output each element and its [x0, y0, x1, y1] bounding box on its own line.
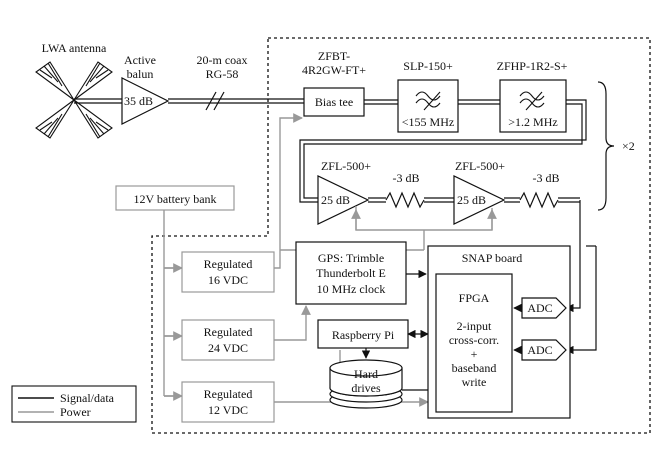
drives-line1: Hard: [354, 367, 378, 381]
lowpass-filter-icon: [415, 91, 441, 111]
adc1-block: [521, 297, 567, 319]
zfbt-label-line1: ZFBT-: [318, 49, 350, 63]
coax-label-line1: 20-m coax: [197, 53, 248, 67]
balun-label-line2: balun: [127, 67, 154, 81]
highpass-filter-icon: [519, 91, 545, 111]
attenuator1-icon: [385, 191, 425, 209]
adc2-label: ADC: [527, 343, 552, 357]
lowpass-to-highpass: [458, 99, 500, 105]
bias-tee-block: [303, 87, 365, 117]
gps-line3: 10 MHz clock: [317, 282, 386, 296]
reg12-line2: 12 VDC: [208, 403, 248, 417]
battery-bank-block: [115, 185, 235, 211]
reg24-to-gps: [274, 305, 311, 341]
coax-break-mark: [205, 91, 225, 111]
snap-board-label: SNAP board: [462, 251, 523, 265]
fpga-line2: cross-corr.: [449, 333, 499, 347]
gps-line2: Thunderbolt E: [316, 266, 386, 280]
gps-block: [295, 241, 407, 305]
zfl2-gain: 25 dB: [457, 193, 486, 207]
reg24-line1: Regulated: [204, 325, 253, 339]
legend-signal-label: Signal/data: [60, 391, 115, 405]
att1-label: -3 dB: [393, 171, 420, 185]
times-two-label: ×2: [622, 139, 635, 153]
regulator-16v-block: [181, 251, 275, 293]
reg16-line2: 16 VDC: [208, 273, 248, 287]
zfl1-amplifier: [317, 175, 370, 225]
raspberry-pi-block: [317, 319, 409, 349]
gps-line1: GPS: Trimble: [318, 251, 384, 265]
amp2-to-att2: [504, 197, 520, 203]
zfl2-name: ZFL-500+: [455, 159, 505, 173]
highpass-filter-block: [499, 79, 567, 133]
zfl2-amplifier: [453, 175, 506, 225]
chain1-to-adc1: [565, 200, 581, 313]
fpga-line1: 2-input: [457, 319, 492, 333]
att2-label: -3 dB: [533, 171, 560, 185]
lwa-antenna-icon: [35, 61, 113, 139]
battery-bank-label: 12V battery bank: [133, 192, 216, 206]
coax-cable-run: [168, 98, 304, 104]
zfl1-gain: 25 dB: [321, 193, 350, 207]
reg24-line2: 24 VDC: [208, 341, 248, 355]
legend-power-label: Power: [60, 405, 91, 419]
attenuator2-icon: [519, 191, 559, 209]
legend: Signal/data Power: [11, 385, 137, 423]
fpga-line4: baseband: [452, 361, 497, 375]
reg16-to-bias-tee: [274, 113, 303, 269]
adc2-block: [521, 339, 567, 361]
zfhp-spec: >1.2 MHz: [508, 115, 557, 129]
adc1-label: ADC: [527, 301, 552, 315]
raspberry-pi-label: Raspberry Pi: [332, 328, 395, 342]
zfhp-name: ZFHP-1R2-S+: [497, 59, 568, 73]
coax-label-line2: RG-58: [206, 67, 239, 81]
legend-box: [11, 385, 137, 423]
att1-to-amp2: [424, 197, 454, 203]
active-balun-amplifier: [121, 77, 170, 125]
fpga-block: [435, 273, 513, 413]
fpga-line3: +: [471, 347, 478, 361]
enclosure-boundary: [151, 37, 651, 434]
att2-to-adc-route: [558, 197, 580, 203]
hard-drives-icon: [329, 359, 403, 409]
zfl1-name: ZFL-500+: [321, 159, 371, 173]
fpga-title: FPGA: [459, 291, 490, 305]
reg16-line1: Regulated: [204, 257, 253, 271]
chain2-to-adc2: [565, 246, 597, 355]
amp1-to-att1: [368, 197, 386, 203]
chain-brace: [597, 81, 615, 211]
coax-cable: [74, 98, 122, 104]
zfbt-label-line2: 4R2GW-FT+: [302, 63, 366, 77]
reg12-line1: Regulated: [204, 387, 253, 401]
drives-line2: drives: [351, 381, 381, 395]
bias-to-lowpass: [364, 99, 398, 105]
fpga-line5: write: [462, 375, 487, 389]
slp-name: SLP-150+: [403, 59, 453, 73]
slp-spec: <155 MHz: [402, 115, 454, 129]
bias-tee-label: Bias tee: [315, 95, 353, 109]
balun-gain: 35 dB: [124, 94, 153, 108]
balun-label-line1: Active: [124, 53, 156, 67]
highpass-to-amp-route: [299, 99, 587, 203]
regulator-12v-block: [181, 381, 275, 423]
battery-distribution: [163, 210, 182, 397]
antenna-label: LWA antenna: [42, 41, 107, 55]
